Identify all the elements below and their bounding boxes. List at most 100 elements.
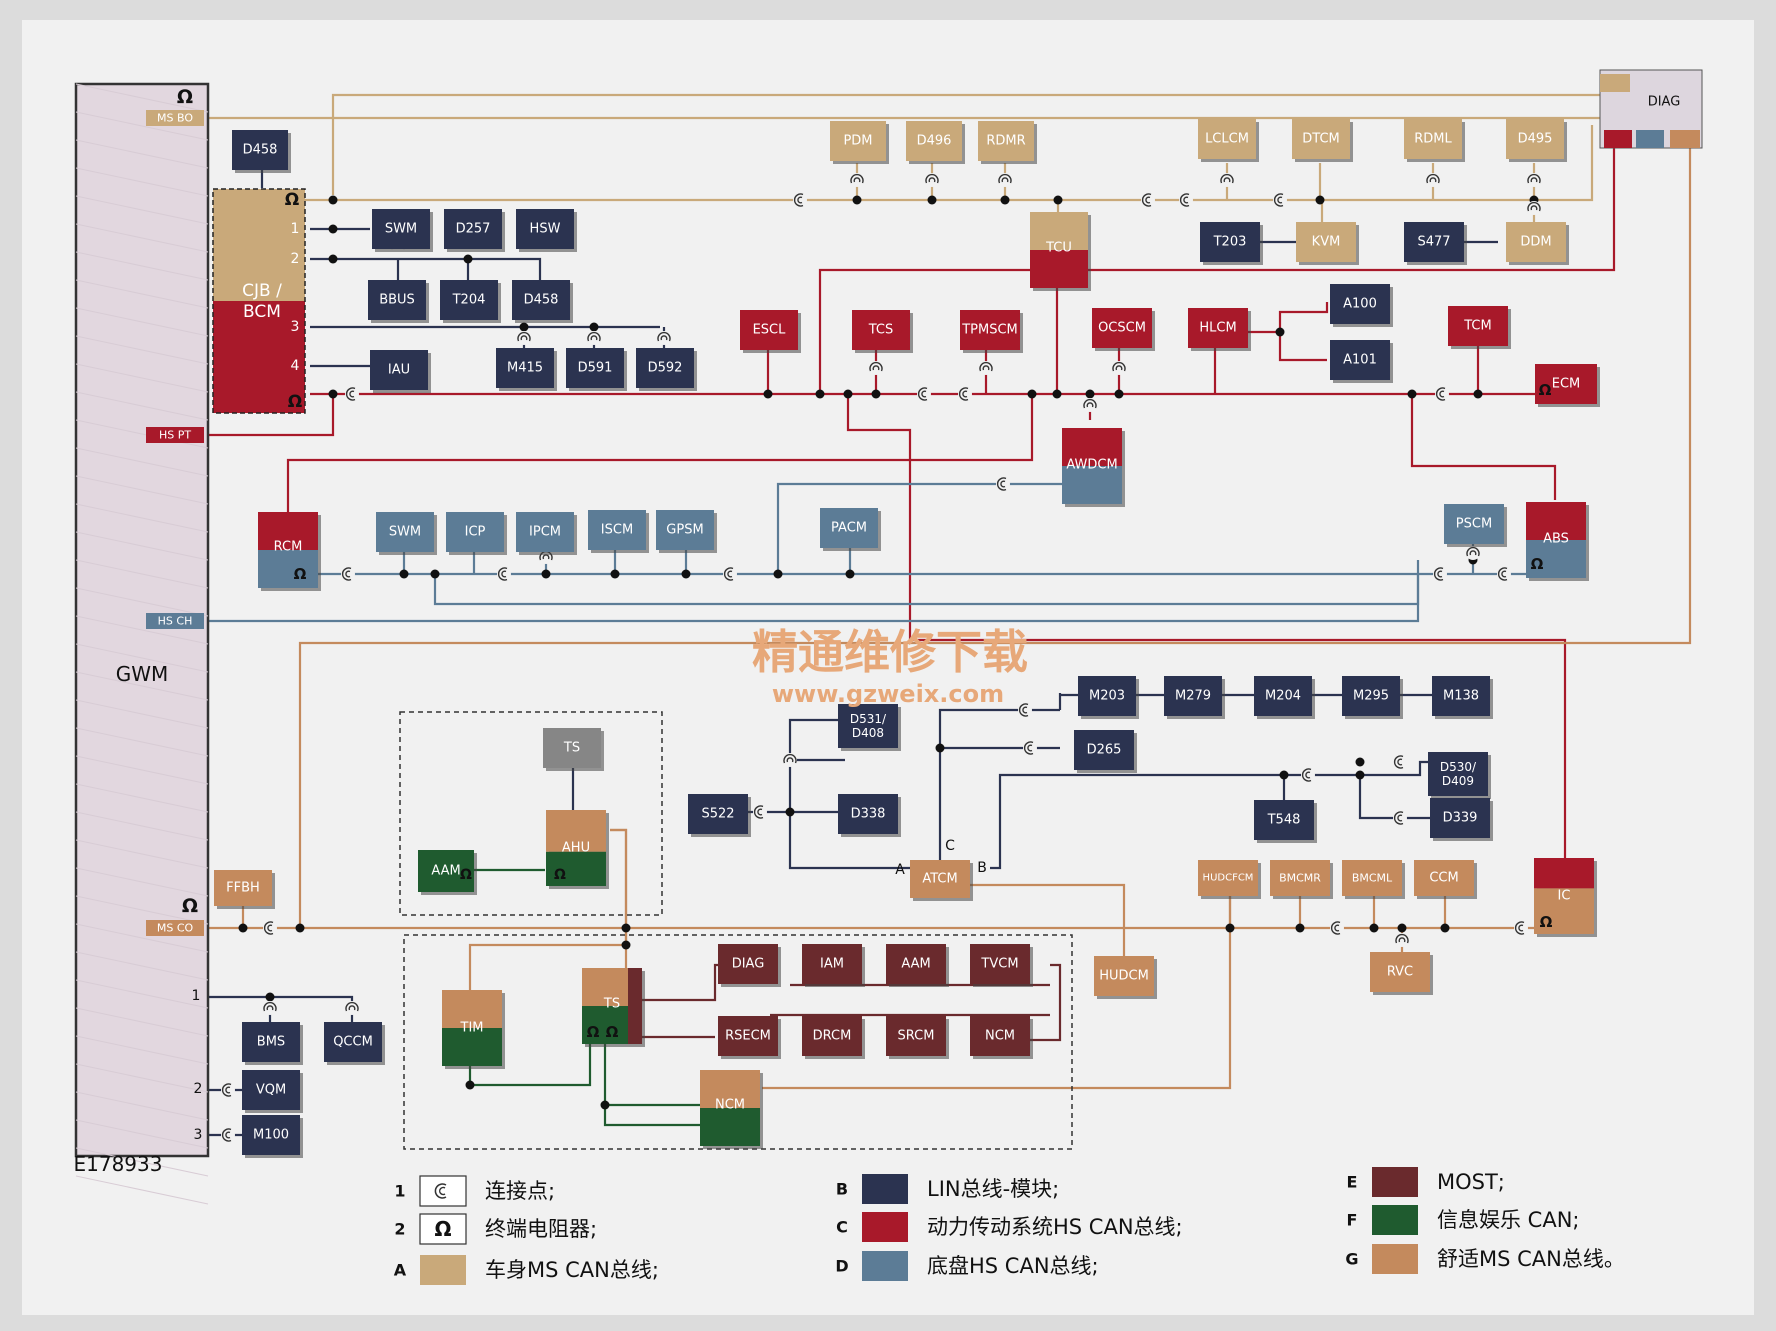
connector-icon	[1393, 811, 1404, 825]
junction-dot	[852, 195, 862, 205]
connector-icon	[1223, 177, 1231, 183]
hs-pt-wire	[204, 392, 1535, 437]
gwm-hatch	[75, 1091, 209, 1121]
connector-icon	[757, 808, 763, 816]
gwm-hatch	[75, 783, 209, 813]
junction-dot	[465, 1080, 475, 1090]
lin-wire	[990, 760, 1430, 870]
connector-icon	[982, 365, 990, 371]
cjb-label: CJB /	[242, 281, 282, 301]
legend-key: A	[394, 1261, 407, 1280]
legend-key: E	[1347, 1173, 1358, 1192]
module-body	[802, 1016, 862, 1056]
module-body	[1330, 340, 1390, 380]
connector-icon	[1330, 921, 1341, 935]
junction-dot	[1397, 923, 1407, 933]
gwm-hatch	[75, 251, 209, 281]
module-label: PDM	[843, 134, 872, 149]
module-tvcm	[970, 944, 1033, 987]
junction-dot	[1473, 389, 1483, 399]
module-ffbh	[214, 870, 275, 909]
module-label: D408	[852, 726, 884, 740]
atcm-port-label: A	[895, 862, 905, 878]
connector-icon	[869, 361, 883, 372]
connector-icon	[1497, 567, 1508, 581]
module-body	[1078, 676, 1136, 716]
connector-icon	[266, 1005, 274, 1011]
module-pscm	[1444, 504, 1507, 547]
module-body	[656, 510, 714, 550]
module-label: D339	[1443, 811, 1478, 826]
connector-icon	[657, 331, 671, 342]
module-lclcm	[1198, 119, 1259, 162]
module-ncm	[970, 1016, 1033, 1059]
resistor-icon: Ω	[182, 895, 198, 917]
module-body	[636, 348, 694, 388]
module-tcs	[852, 310, 913, 353]
diag-pin-c	[1604, 130, 1632, 148]
module-body	[802, 944, 862, 984]
junction-dot	[328, 389, 338, 399]
module-label: DDM	[1520, 235, 1551, 250]
connector-icon	[1027, 744, 1033, 752]
connector-icon	[1435, 387, 1446, 401]
module-label: SWM	[385, 222, 417, 237]
diagram-id: E178933	[74, 1152, 163, 1176]
legend-key: 2	[394, 1220, 405, 1239]
connector-icon	[1273, 193, 1284, 207]
module-body	[1506, 222, 1566, 262]
hs-pt-wire	[818, 138, 1616, 394]
connector-icon	[1393, 755, 1404, 769]
watermark-title: 精通维修下载	[752, 625, 1028, 679]
module-body	[1404, 222, 1464, 262]
connector-icon	[998, 173, 1012, 184]
module-pdm	[830, 121, 889, 164]
module-label: TIM	[460, 1021, 484, 1036]
module-label: IAU	[388, 363, 410, 378]
gwm-hatch	[75, 671, 209, 701]
junction-dot	[935, 743, 945, 753]
module-label: T204	[452, 293, 486, 308]
junction-dot	[519, 322, 529, 332]
module-hudcfcm	[1198, 860, 1261, 899]
legend-text: 终端电阻器;	[485, 1217, 597, 1241]
module-label: RSECM	[725, 1029, 771, 1044]
module-body	[1092, 308, 1152, 348]
legend-text: 信息娱乐 CAN;	[1437, 1208, 1580, 1232]
gwm-bus-tab	[146, 110, 204, 126]
connector-icon	[1426, 173, 1440, 184]
junction-dot	[328, 195, 338, 205]
module-body	[1292, 119, 1350, 159]
resistor-icon: Ω	[294, 565, 307, 583]
connector-icon	[1141, 193, 1152, 207]
module-bmcml	[1342, 860, 1405, 899]
module-label: TS	[563, 741, 580, 756]
gwm-hatch	[75, 223, 209, 253]
module-label: D591	[578, 361, 613, 376]
module-ipcm	[516, 512, 577, 555]
legend-text: MOST;	[1437, 1170, 1505, 1194]
connector-icon	[221, 1083, 232, 1097]
module-t204	[440, 280, 501, 323]
junction-dot	[1085, 389, 1095, 399]
connector-icon	[1083, 398, 1097, 409]
module-swm	[376, 512, 437, 555]
module-label: HLCM	[1199, 321, 1236, 336]
module-label: D530/	[1440, 760, 1477, 774]
module-body	[1198, 860, 1258, 896]
legend-key: D	[835, 1257, 848, 1276]
module-body-bottom	[1030, 250, 1088, 288]
module-label: SWM	[389, 525, 421, 540]
module-t548	[1254, 800, 1317, 843]
module-body-bottom	[442, 1028, 502, 1066]
connector-icon	[1439, 390, 1445, 398]
module-label: NCM	[715, 1098, 745, 1113]
gwm-port-number: 2	[194, 1081, 203, 1097]
module-body	[718, 944, 778, 984]
gwm-hatch	[75, 643, 209, 673]
module-label: CCM	[1429, 871, 1458, 886]
module-body	[688, 794, 748, 834]
